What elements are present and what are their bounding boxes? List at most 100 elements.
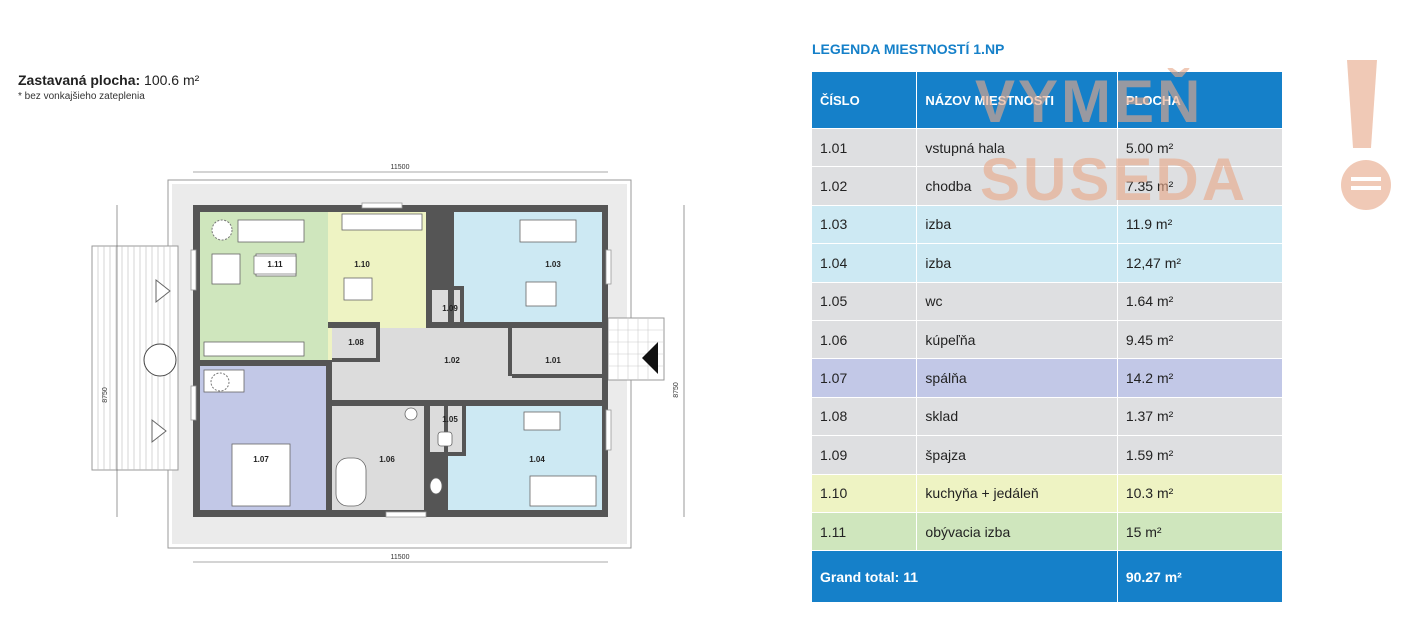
room-label-1.08: 1.08 bbox=[348, 338, 364, 347]
exclamation-bar-icon bbox=[1347, 60, 1377, 148]
room-number: 1.06 bbox=[812, 319, 917, 359]
room-name: obývacia izba bbox=[916, 511, 1118, 551]
room-area: 5.00 m² bbox=[1116, 127, 1282, 167]
header-area: PLOCHA bbox=[1116, 72, 1282, 129]
room-label-1.02: 1.02 bbox=[444, 356, 460, 365]
room-name: kúpeľňa bbox=[916, 319, 1118, 359]
armchair bbox=[211, 253, 241, 285]
room-legend: LEGENDA MIESTNOSTÍ 1.NP ČÍSLO NÁZOV MIES… bbox=[812, 40, 1282, 603]
built-area-value: 100.6 m² bbox=[144, 72, 200, 88]
room-name: kuchyňa + jedáleň bbox=[916, 473, 1118, 513]
room-1.09-fill bbox=[430, 290, 460, 322]
room-label-1.07: 1.07 bbox=[253, 455, 269, 464]
room-area: 14.2 m² bbox=[1116, 358, 1282, 398]
exclamation-dot-icon bbox=[1341, 160, 1391, 210]
entrance-arrow-icon bbox=[642, 342, 658, 374]
washbasin bbox=[429, 477, 443, 495]
room-name: chodba bbox=[916, 166, 1118, 206]
room-label-1.10: 1.10 bbox=[354, 260, 370, 269]
room-label-1.05: 1.05 bbox=[442, 415, 458, 424]
room-1.11-tag bbox=[253, 255, 297, 275]
floor-plan: 1.11 1.10 1.03 1.09 1.08 1.02 1.01 1.05 … bbox=[80, 150, 700, 580]
patio-table bbox=[143, 343, 177, 377]
room-number: 1.04 bbox=[812, 243, 917, 283]
dim-bottom: 11500 bbox=[391, 554, 410, 561]
room-area: 1.64 m² bbox=[1116, 281, 1282, 321]
deck-arrow-icon bbox=[155, 278, 171, 304]
bathtub bbox=[335, 457, 367, 507]
room-number: 1.02 bbox=[812, 166, 917, 206]
dim-top: 11500 bbox=[391, 164, 410, 171]
desk-1.03 bbox=[525, 281, 557, 307]
room-name: izba bbox=[916, 204, 1118, 244]
built-area-label: Zastavaná plocha: bbox=[18, 72, 141, 88]
room-1.01-fill bbox=[512, 328, 602, 376]
room-number: 1.03 bbox=[812, 204, 917, 244]
double-bed bbox=[231, 443, 291, 507]
legend-header-row: ČÍSLO NÁZOV MIESTNOSTI PLOCHA bbox=[812, 72, 1282, 129]
sofa bbox=[237, 219, 305, 243]
windows bbox=[190, 202, 612, 518]
room-label-1.11: 1.11 bbox=[267, 260, 283, 269]
dim-right: 8750 bbox=[673, 382, 680, 398]
room-area: 11.9 m² bbox=[1116, 204, 1282, 244]
tv-cabinet bbox=[203, 341, 305, 357]
plant-icon bbox=[211, 219, 233, 241]
dining-table bbox=[343, 277, 373, 301]
room-name: wc bbox=[916, 281, 1118, 321]
room-label-1.04: 1.04 bbox=[529, 455, 545, 464]
floor-plan-drawing: 1.11 1.10 1.03 1.09 1.08 1.02 1.01 1.05 … bbox=[91, 164, 685, 563]
room-label-1.01: 1.01 bbox=[545, 356, 561, 365]
room-name: sklad bbox=[916, 396, 1118, 436]
built-area: Zastavaná plocha: 100.6 m² bbox=[18, 72, 199, 88]
room-number: 1.07 bbox=[812, 358, 917, 398]
insulation-note: * bez vonkajšieho zateplenia bbox=[18, 91, 145, 102]
room-area: 1.37 m² bbox=[1116, 396, 1282, 436]
room-number: 1.08 bbox=[812, 396, 917, 436]
kitchen-counter bbox=[341, 213, 423, 231]
bed-1.03 bbox=[519, 219, 577, 243]
plant-icon bbox=[210, 372, 230, 392]
dim-left: 8750 bbox=[102, 387, 109, 403]
room-number: 1.10 bbox=[812, 473, 917, 513]
room-area: 1.59 m² bbox=[1116, 435, 1282, 475]
interior-walls bbox=[200, 212, 602, 510]
boiler bbox=[404, 407, 418, 421]
room-name: spálňa bbox=[916, 358, 1118, 398]
room-area: 10.3 m² bbox=[1116, 473, 1282, 513]
grand-total-row: Grand total: 11 90.27 m² bbox=[812, 550, 1282, 603]
grand-total-value: 90.27 m² bbox=[1116, 550, 1282, 603]
header-number: ČÍSLO bbox=[812, 72, 917, 129]
room-number: 1.05 bbox=[812, 281, 917, 321]
room-name: vstupná hala bbox=[916, 127, 1118, 167]
bed-1.04 bbox=[529, 475, 597, 507]
room-number: 1.11 bbox=[812, 511, 917, 551]
room-number: 1.09 bbox=[812, 435, 917, 475]
toilet bbox=[437, 431, 453, 447]
area-header: Zastavaná plocha: 100.6 m² * bez vonkajš… bbox=[18, 72, 199, 102]
room-label-1.06: 1.06 bbox=[379, 455, 395, 464]
deck-arrow-icon bbox=[151, 418, 167, 444]
room-area: 7.35 m² bbox=[1116, 166, 1282, 206]
room-1.08-fill bbox=[332, 328, 380, 358]
room-area: 15 m² bbox=[1116, 511, 1282, 551]
room-label-1.03: 1.03 bbox=[545, 260, 561, 269]
room-area: 12,47 m² bbox=[1116, 243, 1282, 283]
header-name: NÁZOV MIESTNOSTI bbox=[916, 72, 1118, 129]
room-label-1.09: 1.09 bbox=[442, 304, 458, 313]
room-name: izba bbox=[916, 243, 1118, 283]
grand-total-label: Grand total: 11 bbox=[812, 550, 1118, 603]
